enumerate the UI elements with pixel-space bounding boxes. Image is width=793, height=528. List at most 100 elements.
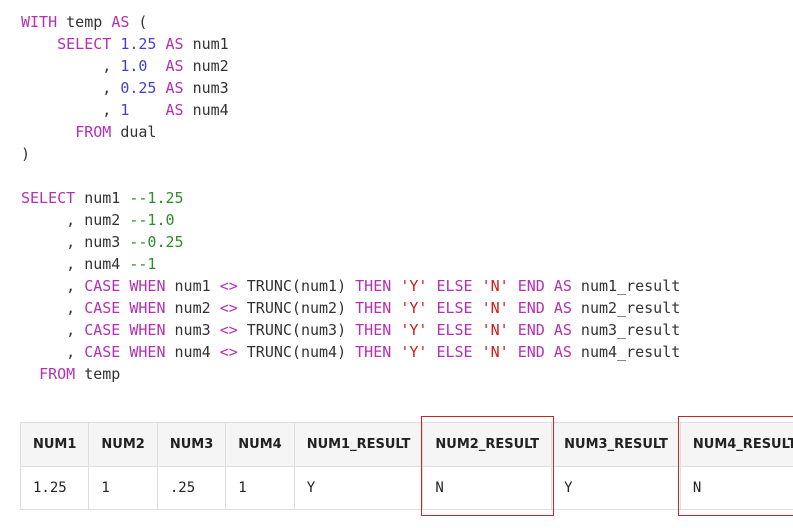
code-token: AS	[165, 57, 184, 75]
code-token: num1_result	[571, 277, 681, 295]
column-header-num1-result: NUM1_RESULT	[293, 422, 424, 467]
code-token	[473, 343, 482, 361]
code-token: dual	[111, 123, 157, 141]
code-line: , 1.0 AS num2	[21, 55, 680, 77]
code-token: num2_result	[571, 299, 681, 317]
code-token	[509, 343, 518, 361]
code-token: --0.25	[129, 233, 184, 251]
code-token: --1	[129, 255, 157, 273]
code-token: , num2	[21, 211, 130, 229]
code-token: <>	[219, 321, 238, 339]
code-token: AS	[111, 13, 130, 31]
code-line: , 0.25 AS num3	[21, 77, 680, 99]
code-token: WHEN	[129, 277, 166, 295]
code-token: ,	[21, 343, 85, 361]
code-token	[509, 277, 518, 295]
code-token: num2	[165, 299, 220, 317]
code-token: num1	[165, 277, 220, 295]
code-token: TRUNC(num1)	[237, 277, 356, 295]
code-token: FROM	[75, 123, 112, 141]
code-token: WHEN	[129, 321, 166, 339]
code-token	[391, 299, 400, 317]
code-line: , 1 AS num4	[21, 99, 680, 121]
code-line: WITH temp AS (	[21, 11, 680, 33]
code-token	[509, 299, 518, 317]
code-token: ELSE	[436, 343, 473, 361]
code-token	[129, 101, 165, 119]
code-token: 'N'	[481, 343, 509, 361]
code-line: , num4 --1	[21, 253, 680, 275]
code-token	[545, 277, 554, 295]
code-line: , num2 --1.0	[21, 209, 680, 231]
code-token	[391, 277, 400, 295]
column-header-num2-result: NUM2_RESULT	[422, 422, 553, 467]
code-line	[21, 165, 680, 187]
code-token: --1.0	[129, 211, 175, 229]
code-token: CASE	[84, 299, 121, 317]
code-token	[545, 321, 554, 339]
code-token	[545, 343, 554, 361]
code-token: THEN	[355, 299, 392, 317]
code-token: 'N'	[481, 277, 509, 295]
code-token: num4	[183, 101, 229, 119]
highlight-box-num2-result	[420, 416, 554, 516]
code-line: SELECT 1.25 AS num1	[21, 33, 680, 55]
code-token: ELSE	[436, 299, 473, 317]
code-token: SELECT	[57, 35, 112, 53]
table-cell: N	[422, 466, 553, 510]
code-token: 1.25	[120, 35, 157, 53]
code-line: SELECT num1 --1.25	[21, 187, 680, 209]
code-token: END	[517, 299, 545, 317]
code-token: AS	[165, 101, 184, 119]
code-token	[473, 277, 482, 295]
code-token: SELECT	[21, 189, 76, 207]
code-line: FROM temp	[21, 363, 680, 385]
column-header-num4: NUM4	[225, 422, 295, 467]
code-token: ,	[21, 321, 85, 339]
code-token: TRUNC(num3)	[237, 321, 356, 339]
column-header-num1: NUM1	[19, 422, 90, 467]
code-token: ,	[21, 277, 85, 295]
table-cell: N	[679, 466, 793, 510]
highlight-box-num4-result	[678, 416, 793, 516]
code-line: , CASE WHEN num1 <> TRUNC(num1) THEN 'Y'…	[21, 275, 680, 297]
code-token: )	[21, 145, 31, 163]
code-token	[391, 321, 400, 339]
code-line: , num3 --0.25	[21, 231, 680, 253]
code-token: AS	[553, 299, 572, 317]
code-token: ,	[21, 57, 121, 75]
code-token: END	[517, 277, 545, 295]
code-token	[21, 123, 75, 141]
code-token: 'Y'	[400, 299, 428, 317]
code-token: num4_result	[571, 343, 681, 361]
code-token: 'N'	[481, 321, 509, 339]
code-token: ,	[21, 101, 121, 119]
code-token	[391, 343, 400, 361]
code-line: FROM dual	[21, 121, 680, 143]
code-token: THEN	[355, 343, 392, 361]
code-token: 1	[120, 101, 130, 119]
code-token: AS	[165, 79, 184, 97]
code-token: 0.25	[120, 79, 157, 97]
table-cell: .25	[156, 466, 227, 510]
code-token: AS	[553, 277, 572, 295]
code-token: num3	[165, 321, 220, 339]
code-token: --1.25	[129, 189, 184, 207]
code-line: , CASE WHEN num4 <> TRUNC(num4) THEN 'Y'…	[21, 341, 680, 363]
code-token: , num3	[21, 233, 130, 251]
code-token	[473, 299, 482, 317]
code-token: num4	[165, 343, 220, 361]
code-token: WHEN	[129, 343, 166, 361]
table-cell: Y	[293, 466, 424, 510]
code-line: )	[21, 143, 680, 165]
code-token: num2	[183, 57, 229, 75]
code-line: , CASE WHEN num2 <> TRUNC(num2) THEN 'Y'…	[21, 297, 680, 319]
code-token: ,	[21, 79, 121, 97]
column-header-num2: NUM2	[88, 422, 158, 467]
code-line: , CASE WHEN num3 <> TRUNC(num3) THEN 'Y'…	[21, 319, 680, 341]
code-token: AS	[165, 35, 184, 53]
code-token: <>	[219, 277, 238, 295]
